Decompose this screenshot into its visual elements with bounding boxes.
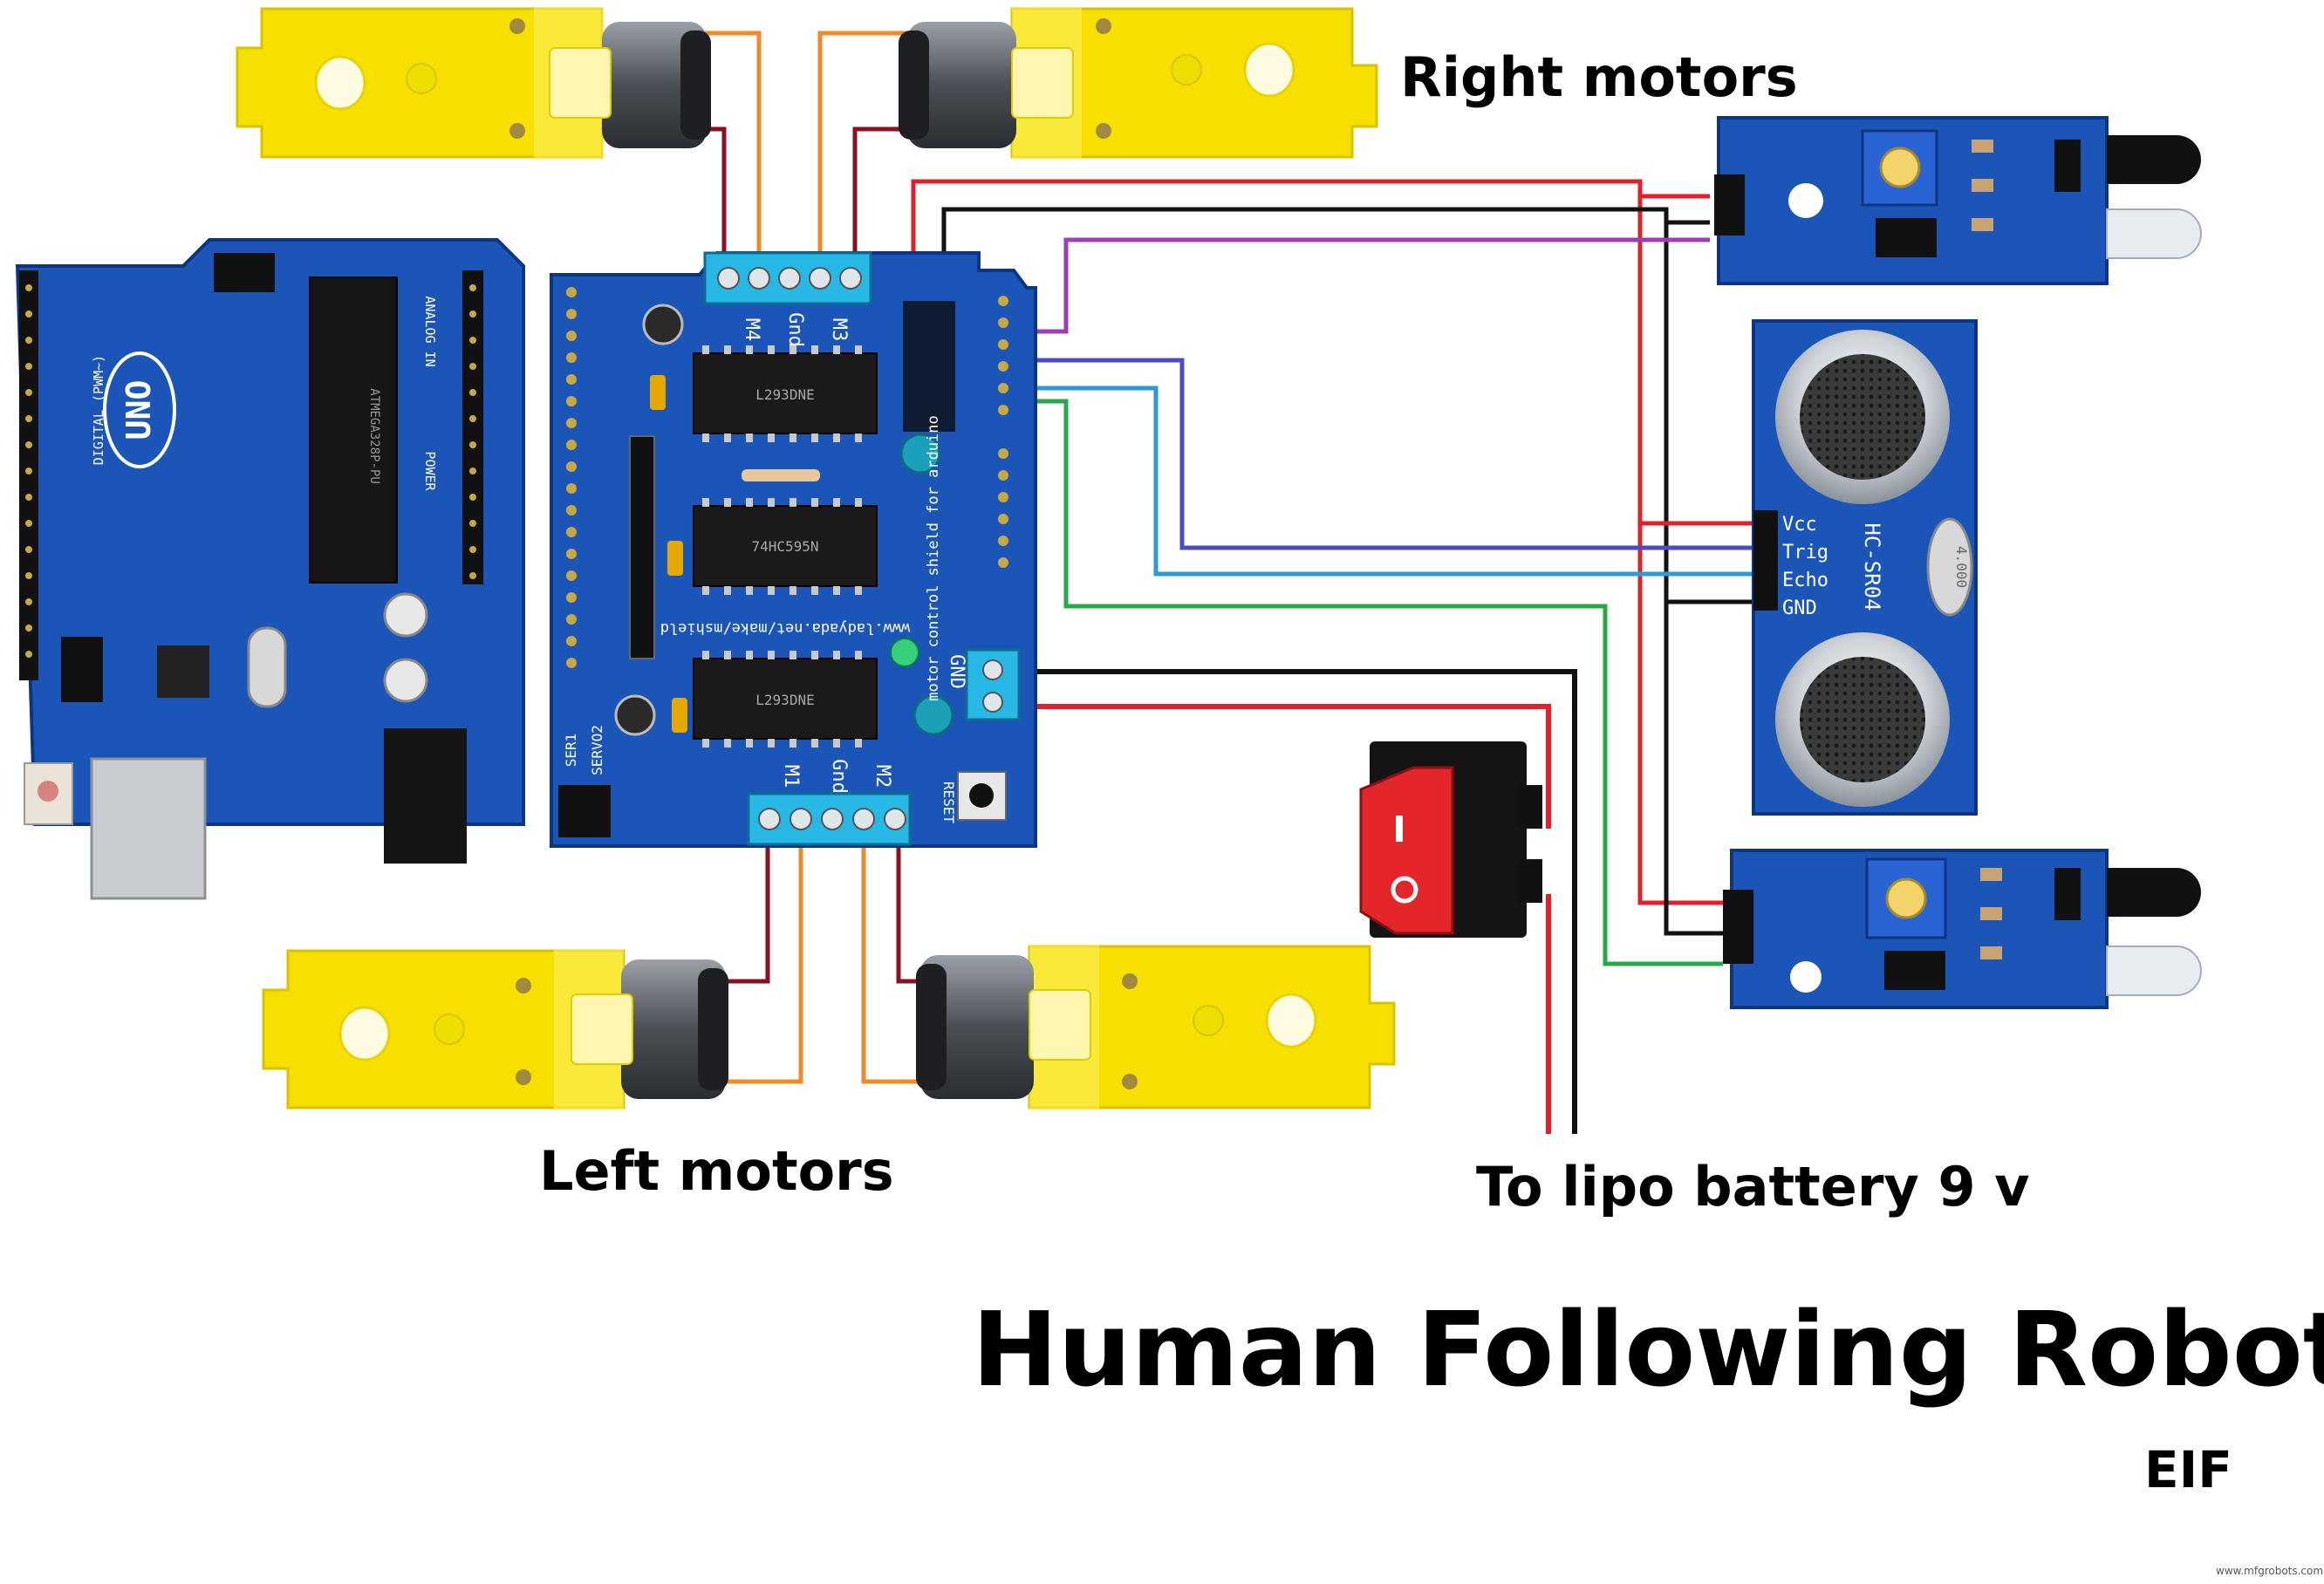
- wire-cyan: [1003, 386, 1753, 577]
- wire-blue: [1003, 358, 1753, 550]
- ultrasonic-sensor: 4.000 HC-SR04 Vcc Trig Echo GND: [1752, 319, 1978, 816]
- wire-m4-darkred: [680, 126, 727, 269]
- shield-ext-gnd-label: GND: [946, 654, 967, 689]
- wires: [680, 31, 1753, 1134]
- shield-terminal-top-label-2: Gnd: [784, 312, 806, 347]
- shield-terminal-bottom-label-3: M2: [872, 765, 893, 789]
- ultrasonic-pin-gnd: GND: [1782, 597, 1817, 619]
- ir-sensor-bottom: [1723, 849, 2202, 1009]
- shield-chip-3: L293DNE: [755, 692, 814, 708]
- arduino-uno-board: ATMEGA328P-PU UNO DIGITAL (PWM~) ANALOG …: [15, 238, 525, 900]
- shield-chip-1: L293DNE: [755, 386, 814, 403]
- wire-m1-orange: [715, 844, 803, 1084]
- wire-m1-darkred: [715, 844, 770, 984]
- arduino-chip-label: ATMEGA328P-PU: [367, 388, 381, 484]
- rocker-switch: [1359, 741, 1542, 938]
- wire-gnd-black: [941, 207, 1723, 936]
- wire-m4-orange: [702, 31, 762, 269]
- shield-url-text: www.ladyada.net/make/mshield: [660, 619, 911, 637]
- shield-board-text: motor control shield for arduino: [925, 415, 942, 701]
- arduino-analog-label: ANALOG IN: [422, 296, 438, 366]
- shield-terminal-top-label-3: M3: [828, 318, 850, 342]
- wire-purple: [1003, 237, 1710, 334]
- ultrasonic-model-label: HC-SR04: [1860, 522, 1884, 611]
- shield-reset-label: RESET: [940, 782, 957, 824]
- left-motors-label: Left motors: [539, 1139, 894, 1203]
- wire-green: [1003, 399, 1723, 966]
- diagram-subtitle: EIF: [2144, 1440, 2232, 1499]
- ultrasonic-pin-vcc: Vcc: [1782, 514, 1817, 536]
- wire-battery-black: [1021, 669, 1577, 1134]
- arduino-uno-logo: UNO: [120, 380, 158, 440]
- ir-sensor-top: [1714, 116, 2202, 285]
- motor-top-left: [236, 7, 711, 160]
- ultrasonic-crystal-label: 4.000: [1953, 546, 1970, 588]
- motor-top-right: [899, 7, 1378, 160]
- arduino-digital-label: DIGITAL (PWM~): [91, 355, 106, 465]
- shield-terminal-bottom-label-2: Gnd: [828, 759, 850, 794]
- right-motors-label: Right motors: [1400, 45, 1798, 109]
- ultrasonic-pin-trig: Trig: [1782, 542, 1828, 563]
- wire-m2-orange: [861, 844, 938, 1084]
- shield-chip-2: 74HC595N: [751, 538, 818, 555]
- shield-servo-label-2: SERVO2: [589, 725, 605, 775]
- shield-terminal-top-label-1: M4: [741, 318, 762, 342]
- arduino-power-label: POWER: [422, 451, 438, 491]
- shield-terminal-bottom-label-1: M1: [780, 765, 802, 789]
- wire-battery-red: [1021, 704, 1551, 829]
- wire-m3-orange: [817, 31, 916, 269]
- motor-bottom-left: [262, 949, 728, 1110]
- battery-label: To lipo battery 9 v: [1476, 1155, 2030, 1219]
- watermark: www.mfgrobots.com: [2216, 1565, 2324, 1577]
- motor-shield-board: M4 Gnd M3 M1 Gnd M2 GND L293DNE 74HC595N…: [550, 251, 1037, 848]
- motor-bottom-right: [916, 945, 1396, 1110]
- shield-servo-label-1: SER1: [563, 734, 579, 768]
- ultrasonic-pin-echo: Echo: [1782, 570, 1828, 591]
- wire-m3-darkred: [852, 126, 916, 269]
- diagram-title: Human Following Robot: [972, 1289, 2324, 1410]
